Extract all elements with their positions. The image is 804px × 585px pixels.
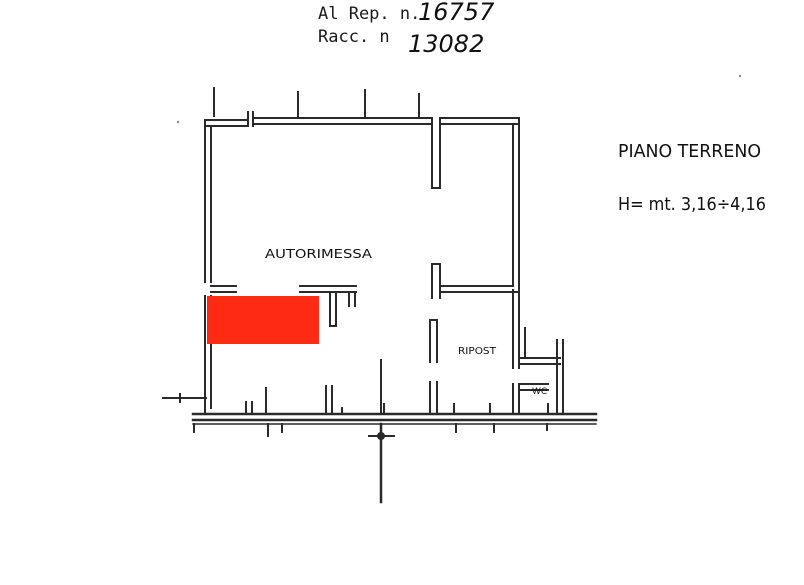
room-label-main: AUTORIMESSA: [265, 247, 373, 261]
racc-prefix: Racc. n: [318, 27, 390, 47]
room-label-storage: RIPOST: [458, 346, 497, 357]
floor-label: PIANO TERRENO: [618, 141, 761, 162]
room-label-wc: WC: [532, 387, 547, 397]
rep-number: 16757: [418, 0, 495, 26]
rep-prefix: Al Rep. n.: [318, 4, 420, 24]
walls: [162, 87, 598, 504]
scan-mark: [738, 74, 742, 78]
scan-mark: [176, 120, 180, 124]
racc-number: 13082: [408, 30, 484, 58]
highlighted-area: [207, 296, 319, 344]
height-label: H= mt. 3,16÷4,16: [618, 194, 766, 215]
